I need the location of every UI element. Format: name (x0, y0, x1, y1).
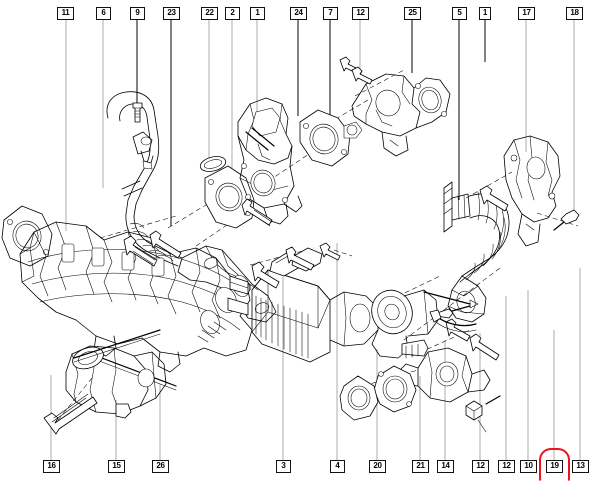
callout-12-a[interactable]: 12 (472, 460, 489, 473)
callout-2[interactable]: 2 (225, 7, 240, 20)
gasket-plate-outer-left (1, 205, 53, 267)
flexible-hose (429, 181, 510, 332)
gasket-plate-mid (299, 109, 363, 167)
callout-21[interactable]: 21 (412, 460, 429, 473)
callout-20[interactable]: 20 (369, 460, 386, 473)
callout-16[interactable]: 16 (43, 460, 60, 473)
callout-12-b[interactable]: 12 (498, 460, 515, 473)
vacuum-actuator (43, 329, 167, 435)
callout-24[interactable]: 24 (290, 7, 307, 20)
throttle-body (237, 97, 303, 225)
bolt-manifold-upper (123, 235, 158, 267)
o-ring-seal (199, 156, 227, 172)
callout-1[interactable]: 1 (250, 7, 265, 20)
leader-lines-top (65, 20, 575, 231)
callout-13[interactable]: 13 (572, 460, 589, 473)
callout-3[interactable]: 3 (276, 460, 291, 473)
callout-22[interactable]: 22 (201, 7, 218, 20)
callout-5[interactable]: 5 (452, 7, 467, 20)
egr-valve-motor (371, 289, 471, 359)
egr-cooler (227, 246, 379, 363)
bolt-throttle (241, 198, 273, 227)
egr-valve-upper (339, 56, 451, 157)
callout-17[interactable]: 17 (518, 7, 535, 20)
callout-18[interactable]: 18 (566, 7, 583, 20)
callout-14[interactable]: 14 (437, 460, 454, 473)
callout-6[interactable]: 6 (96, 7, 111, 20)
callout-11[interactable]: 11 (57, 7, 74, 20)
callout-4[interactable]: 4 (330, 460, 345, 473)
callout-12-top[interactable]: 12 (352, 7, 369, 20)
callout-9[interactable]: 9 (130, 7, 145, 20)
callout-23[interactable]: 23 (163, 7, 180, 20)
leader-lines-bottom (50, 243, 581, 460)
callout-1-right[interactable]: 1 (479, 7, 491, 20)
misc-fasteners (319, 242, 479, 309)
egr-pipe (106, 91, 277, 323)
mounting-bracket (503, 135, 580, 247)
callout-25[interactable]: 25 (404, 7, 421, 20)
callout-10[interactable]: 10 (520, 460, 537, 473)
callout-26[interactable]: 26 (152, 460, 169, 473)
callout-7[interactable]: 7 (323, 7, 338, 20)
callout-19[interactable]: 19 (546, 460, 563, 473)
egr-valve-lower (339, 318, 501, 433)
callout-15[interactable]: 15 (108, 460, 125, 473)
